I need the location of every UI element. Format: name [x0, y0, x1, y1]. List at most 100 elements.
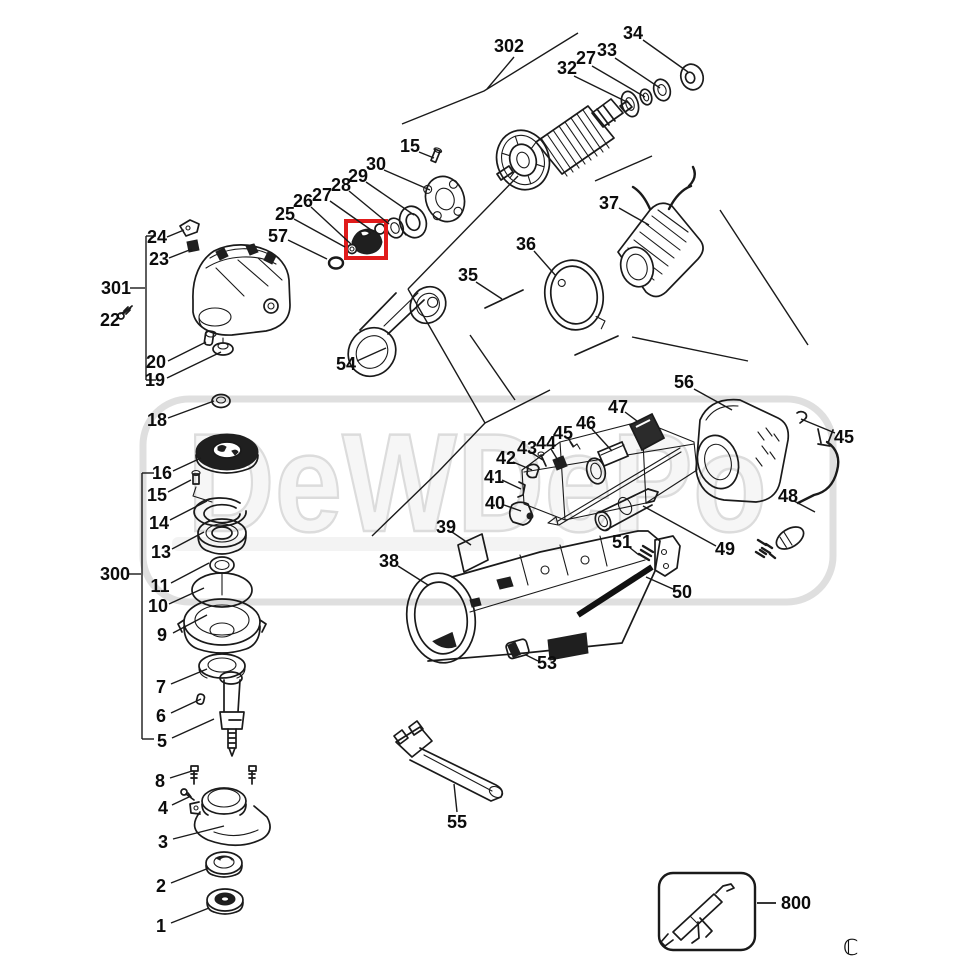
leader-line-30: [383, 169, 431, 191]
part-26-ring: [346, 243, 358, 255]
part-19-foot: [212, 337, 234, 356]
part-label-42: 42: [496, 448, 516, 468]
part-label-9: 9: [157, 625, 167, 645]
leader-line-37: [618, 207, 650, 226]
part-label-48: 48: [778, 486, 798, 506]
part-label-26: 26: [293, 191, 313, 211]
part-29-circlip: [399, 224, 407, 236]
part-label-19: 19: [145, 370, 165, 390]
part-51-spring: [637, 544, 655, 562]
leader-line-26: [310, 206, 353, 246]
part-label-302: 302: [494, 36, 524, 56]
leader-line-55: [453, 783, 458, 813]
group-boundary-lines: [371, 32, 809, 537]
part-label-54: 54: [336, 354, 356, 374]
part-motor-housing-drawing: [405, 420, 698, 664]
part-motor-cover-drawing: [695, 398, 840, 560]
leader-line-34: [642, 39, 689, 73]
part-label-49: 49: [715, 539, 735, 559]
part-45-clip: [796, 410, 808, 424]
part-15-pin: [430, 147, 443, 164]
part-label-4: 4: [158, 798, 168, 818]
part-42: [526, 463, 540, 479]
part-50-lever: [576, 535, 772, 618]
leader-line-4: [171, 795, 192, 806]
part-label-2: 2: [156, 876, 166, 896]
leader-line-27: [591, 65, 646, 98]
leader-line-53: [525, 654, 539, 662]
leader-line-11: [170, 562, 210, 584]
part-label-45: 45: [834, 427, 854, 447]
leader-line-41: [501, 479, 522, 490]
part-37-field-coil: [617, 165, 704, 298]
part-46-holder: [596, 440, 630, 468]
leader-line-47: [624, 411, 638, 422]
part-label-57: 57: [268, 226, 288, 246]
part-label-27: 27: [576, 48, 596, 68]
reference-box-frame: [657, 871, 757, 952]
part-33-nut: [652, 78, 672, 102]
part-16-gear: [195, 433, 259, 474]
boundary-line-6: [631, 336, 749, 362]
part-label-35: 35: [458, 265, 478, 285]
part-41: [517, 481, 526, 498]
leader-line-7: [170, 668, 208, 685]
leader-line-20: [167, 341, 207, 362]
part-7-washer: [198, 653, 246, 679]
leader-line-54: [356, 347, 387, 362]
leader-line-39: [451, 531, 472, 546]
leader-line-29: [365, 181, 415, 216]
part-label-29: 29: [348, 166, 368, 186]
part-pinion-bearing-cluster: [327, 147, 466, 270]
part-label-32: 32: [557, 58, 577, 78]
part-label-14: 14: [149, 513, 169, 533]
part-23-block: [186, 239, 200, 253]
leader-line-15: [167, 479, 192, 493]
vent-slot: [547, 632, 589, 661]
leader-line-51: [628, 546, 640, 556]
leader-line-6: [170, 698, 202, 714]
part-label-8: 8: [155, 771, 165, 791]
part-spindle-stack-drawing: [177, 393, 271, 915]
part-label-3: 3: [158, 832, 168, 852]
leader-line-5: [171, 718, 215, 739]
part-label-34: 34: [623, 23, 643, 43]
part-label-47: 47: [608, 397, 628, 417]
part-13-bearing: [197, 518, 247, 555]
part-label-36: 36: [516, 234, 536, 254]
part-6-pin: [195, 693, 206, 706]
part-25-pinion: [351, 228, 383, 255]
part-label-25: 25: [275, 204, 295, 224]
part-label-24: 24: [147, 227, 167, 247]
leader-line-38: [397, 565, 429, 586]
brush-cap: [585, 457, 607, 485]
leader-line-42: [512, 461, 533, 471]
leader-line-36: [533, 250, 557, 277]
watermark-frame: [139, 395, 837, 606]
part-49-rod: [594, 488, 659, 532]
part-3-guard: [189, 787, 271, 847]
part-label-300: 300: [100, 564, 130, 584]
part-label-27: 27: [312, 185, 332, 205]
part-label-38: 38: [379, 551, 399, 571]
leader-line-45: [800, 418, 836, 434]
part-2-flange: [205, 851, 243, 878]
leader-line-44: [550, 448, 560, 463]
part-label-45: 45: [553, 423, 573, 443]
part-label-15: 15: [400, 136, 420, 156]
part-number-labels: 3023433273215302928272625572423301222019…: [100, 23, 854, 936]
part-24-clamp: [179, 219, 200, 237]
leader-line-27: [329, 200, 375, 233]
boundary-line-1: [407, 175, 519, 290]
part-label-11: 11: [150, 576, 169, 596]
part-57-oring: [327, 256, 345, 270]
part-40: [508, 501, 533, 526]
leader-line-32: [573, 75, 630, 104]
part-label-301: 301: [101, 278, 131, 298]
part-1-clamp-nut: [206, 888, 244, 915]
leader-line-57: [287, 239, 328, 260]
part-30-bearing: [398, 205, 428, 239]
part-label-6: 6: [156, 706, 166, 726]
leader-line-28: [348, 190, 390, 225]
